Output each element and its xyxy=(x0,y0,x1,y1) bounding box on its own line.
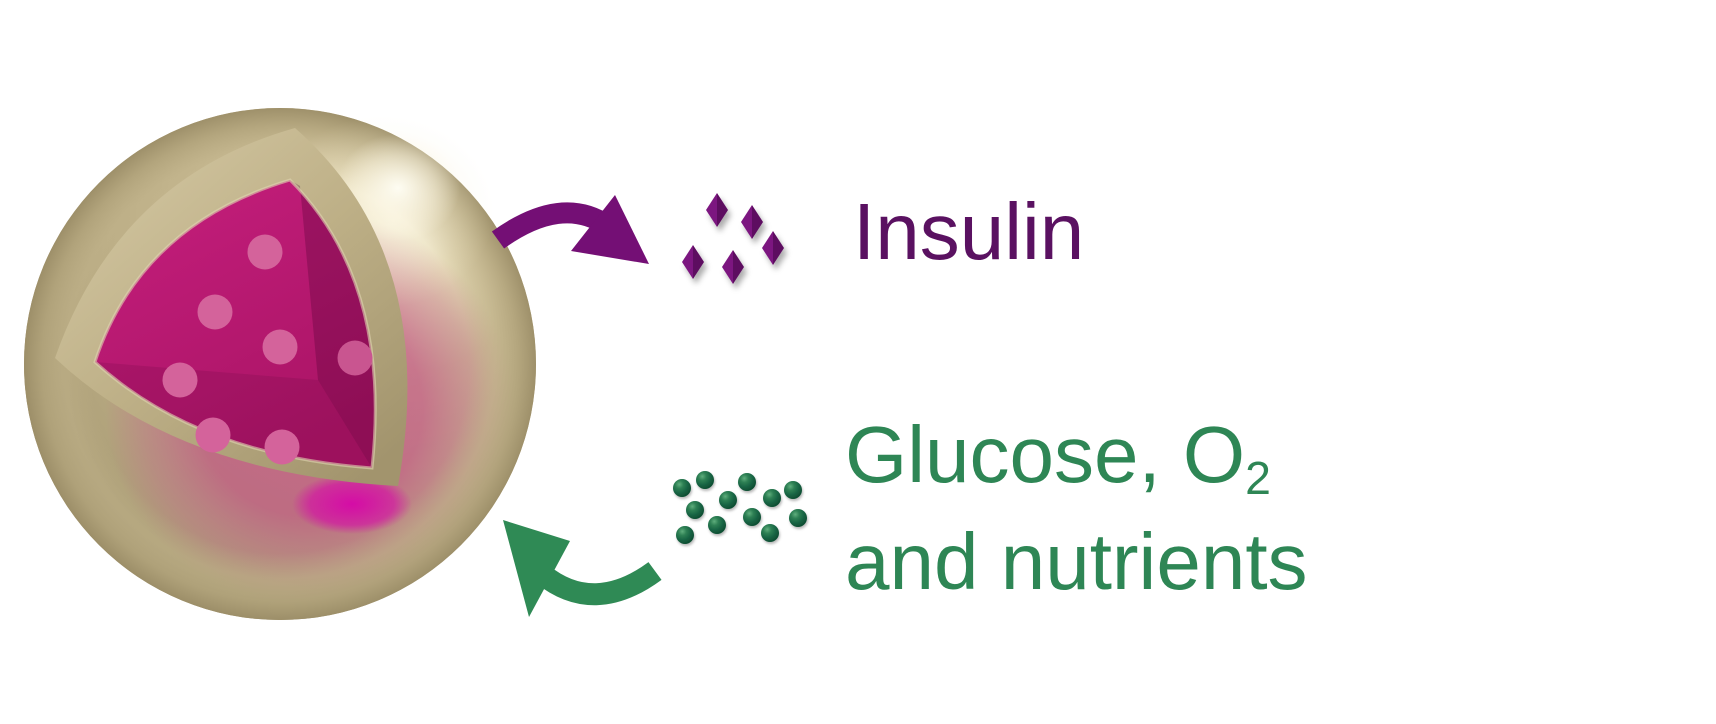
cell-dot xyxy=(337,340,373,376)
capsule-specular-highlight xyxy=(336,134,460,242)
nutrient-dot xyxy=(719,491,737,509)
insulin-diamonds-icon xyxy=(682,193,784,284)
nutrient-dot xyxy=(743,508,761,526)
cell-dot xyxy=(162,362,198,398)
nutrients-label-line1: Glucose, O2 xyxy=(845,410,1271,505)
insulin-diamond xyxy=(722,250,744,284)
cell-dot xyxy=(262,329,298,365)
nutrients-arrow-head xyxy=(503,520,570,617)
cell-dot xyxy=(264,429,300,465)
nutrient-dot xyxy=(738,473,756,491)
insulin-diamond xyxy=(762,231,784,265)
capsule-core-face xyxy=(95,180,376,468)
cell-dot xyxy=(195,417,231,453)
cell-dot xyxy=(247,234,283,270)
insulin-label: Insulin xyxy=(853,192,1084,272)
nutrient-dot xyxy=(673,479,691,497)
insulin-diamond xyxy=(741,205,763,239)
insulin-diamond xyxy=(682,245,704,279)
oxygen-subscript: 2 xyxy=(1245,452,1271,505)
nutrient-dot xyxy=(789,509,807,527)
nutrient-dot xyxy=(696,471,714,489)
insulin-out-arrow-icon xyxy=(491,195,649,264)
capsule-core-face-right-shade xyxy=(290,180,376,468)
encapsulated-cells xyxy=(162,234,373,465)
nutrient-dot xyxy=(784,481,802,499)
nutrient-dots-icon xyxy=(673,471,807,544)
nutrients-in-arrow-icon xyxy=(503,520,662,617)
nutrients-label-line2: and nutrients xyxy=(845,517,1308,607)
nutrient-dot xyxy=(763,489,781,507)
nutrient-dot xyxy=(686,501,704,519)
nutrient-dot xyxy=(708,516,726,534)
insulin-arrow-head xyxy=(571,195,649,264)
capsule-core-face-bottom-shade xyxy=(95,362,372,468)
cell-dot xyxy=(197,294,233,330)
nutrients-arrow-curve xyxy=(535,562,662,606)
nutrients-label: Glucose, O2 and nutrients xyxy=(845,413,1308,604)
nutrient-dot xyxy=(676,526,694,544)
nutrient-dot xyxy=(761,524,779,542)
insulin-diamond xyxy=(706,193,728,227)
capsule-sphere-icon xyxy=(24,108,536,620)
insulin-label-text: Insulin xyxy=(853,187,1085,276)
